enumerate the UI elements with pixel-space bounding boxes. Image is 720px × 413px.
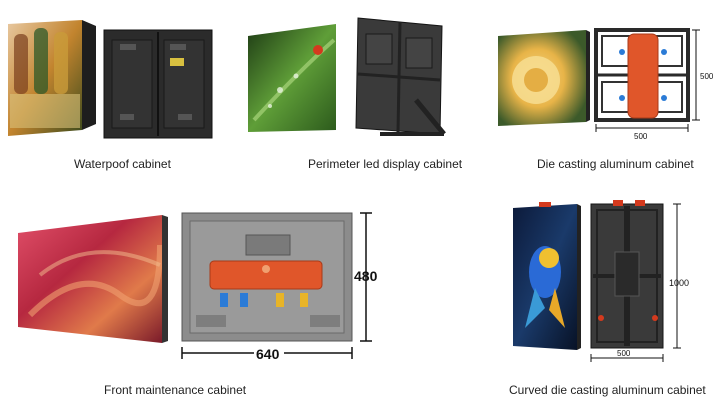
caption-front-maintenance-cabinet: Front maintenance cabinet — [104, 383, 247, 397]
front-maintenance-cabinet-image: 480 640 — [18, 212, 378, 362]
caption-perimeter-cabinet: Perimeter led display cabinet — [308, 157, 463, 171]
caption-curved-die-casting-cabinet: Curved die casting aluminum cabinet — [509, 383, 706, 397]
dim-label-height: 1000 — [669, 278, 689, 288]
screen-photo-canyon — [18, 215, 162, 343]
product-front-maintenance-cabinet: 480 640 — [10, 205, 390, 365]
die-casting-cabinet-image: 500 500 — [498, 28, 714, 141]
caption-waterproof-cabinet: Waterpoof cabinet — [74, 157, 171, 171]
curved-die-casting-cabinet-image: 1000 500 — [513, 200, 689, 362]
caption-die-casting-cabinet: Die casting aluminum cabinet — [537, 157, 694, 171]
dim-label-width: 640 — [256, 346, 280, 362]
dim-label-height: 500 — [700, 72, 714, 81]
dim-label-width: 500 — [634, 132, 648, 141]
product-die-casting-cabinet: 500 500 — [490, 18, 720, 143]
dim-label-width: 500 — [617, 349, 631, 358]
product-curved-die-casting-cabinet: 1000 500 — [505, 198, 715, 368]
dim-label-height: 480 — [354, 268, 378, 284]
product-perimeter-cabinet — [240, 10, 460, 140]
power-box-orange — [627, 33, 659, 119]
waterproof-cabinet-image — [8, 20, 213, 139]
perimeter-cabinet-image — [248, 17, 446, 136]
power-box-orange — [209, 260, 323, 290]
product-waterproof-cabinet — [0, 10, 220, 140]
